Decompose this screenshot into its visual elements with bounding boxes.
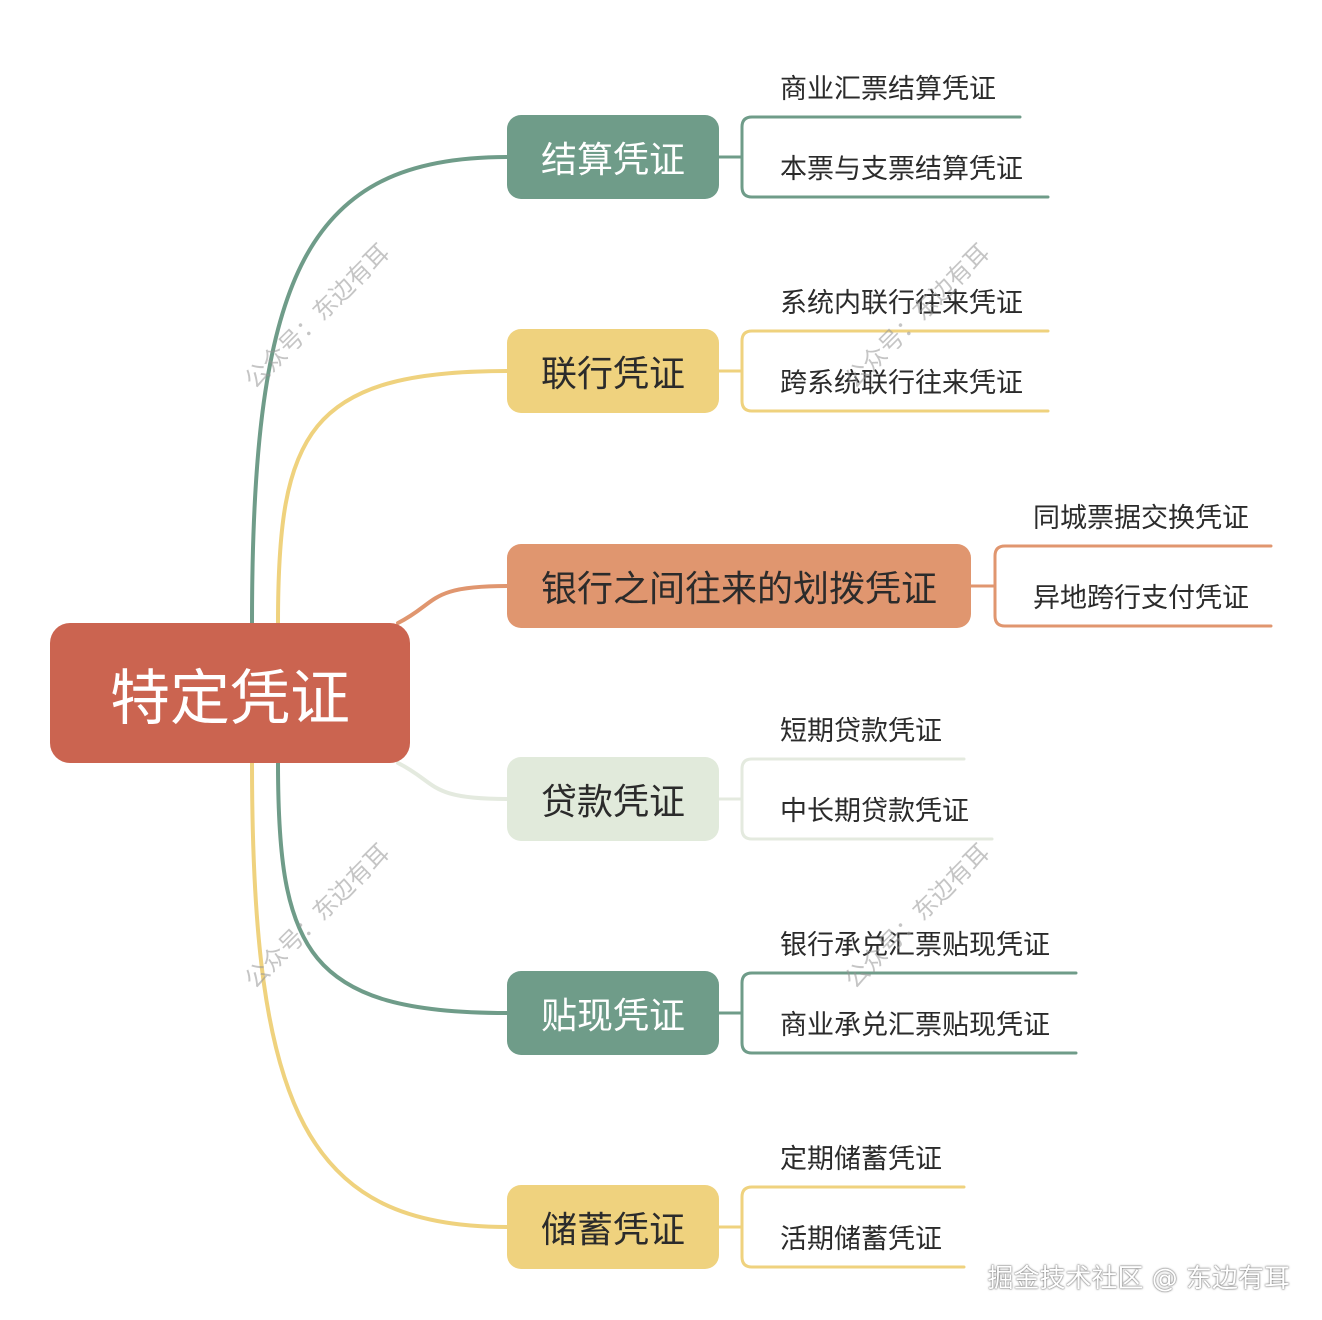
leaf-label: 短期贷款凭证 bbox=[780, 716, 942, 747]
branch-node: 贴现凭证 bbox=[507, 971, 719, 1055]
branch-node: 银行之间往来的划拨凭证 bbox=[507, 544, 971, 628]
leaf-label: 商业承兑汇票贴现凭证 bbox=[780, 1010, 1050, 1041]
footer-credit: 掘金技术社区 @ 东边有耳 bbox=[987, 1264, 1290, 1294]
connector-line bbox=[250, 155, 509, 625]
branch-node: 结算凭证 bbox=[507, 115, 719, 199]
connector-line bbox=[740, 1185, 966, 1269]
connector-line bbox=[740, 971, 1078, 1055]
branch-node: 储蓄凭证 bbox=[507, 1185, 719, 1269]
leaf-label: 银行承兑汇票贴现凭证 bbox=[780, 930, 1050, 961]
leaf-label: 中长期贷款凭证 bbox=[780, 796, 969, 827]
connector-line bbox=[740, 115, 1050, 199]
leaf-label: 跨系统联行往来凭证 bbox=[780, 368, 1023, 399]
connector-line bbox=[276, 369, 509, 625]
root-node: 特定凭证 bbox=[50, 623, 410, 763]
leaf-label: 同城票据交换凭证 bbox=[1033, 503, 1249, 534]
connector-line bbox=[993, 544, 1273, 628]
connector-line bbox=[250, 761, 509, 1229]
branch-node: 联行凭证 bbox=[507, 329, 719, 413]
leaf-label: 商业汇票结算凭证 bbox=[780, 74, 996, 105]
connector-line bbox=[740, 757, 994, 841]
leaf-label: 系统内联行往来凭证 bbox=[780, 288, 1023, 319]
connector-line bbox=[396, 761, 509, 801]
branch-node: 贷款凭证 bbox=[507, 757, 719, 841]
connector-line bbox=[396, 584, 509, 625]
leaf-label: 异地跨行支付凭证 bbox=[1033, 583, 1249, 614]
connector-line bbox=[276, 761, 509, 1015]
leaf-label: 定期储蓄凭证 bbox=[780, 1144, 942, 1175]
leaf-label: 本票与支票结算凭证 bbox=[780, 154, 1023, 185]
leaf-label: 活期储蓄凭证 bbox=[780, 1224, 942, 1255]
connector-line bbox=[740, 329, 1050, 413]
